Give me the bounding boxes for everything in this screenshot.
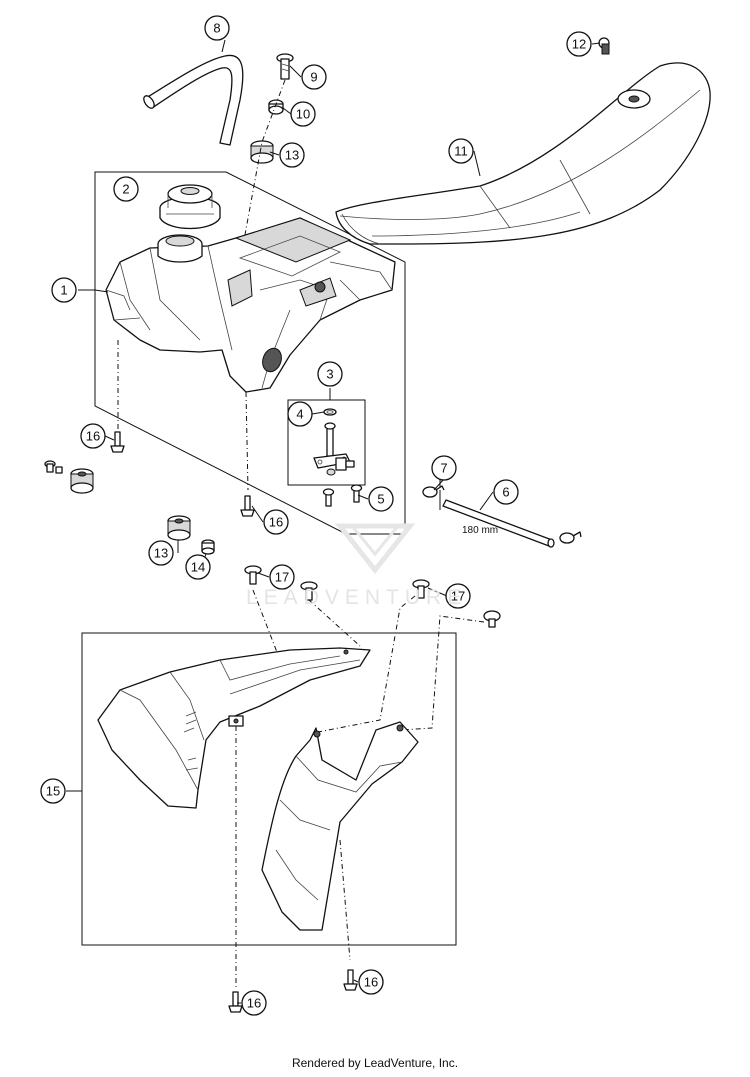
- rubber-bushing-left: [70, 468, 94, 494]
- tank-bolt-left: [110, 431, 125, 453]
- hose-clamp-top: [422, 485, 445, 498]
- svg-text:3: 3: [326, 367, 333, 382]
- callout-11: 11: [448, 138, 474, 164]
- screw-d-dash: [399, 615, 485, 731]
- fuel-line-length-label: 180 mm: [462, 525, 498, 536]
- callout-3: 3: [317, 361, 343, 387]
- fuel-tap-screws: [322, 484, 363, 507]
- hose-clamp-bottom: [559, 531, 582, 544]
- svg-text:16: 16: [269, 515, 283, 530]
- svg-text:6: 6: [502, 485, 509, 500]
- svg-text:14: 14: [191, 560, 205, 575]
- svg-text:15: 15: [46, 784, 60, 799]
- screw-leader-dash: [239, 79, 286, 263]
- svg-text:13: 13: [154, 546, 168, 561]
- callout-14: 14: [185, 554, 211, 580]
- svg-text:12: 12: [572, 37, 586, 52]
- svg-text:4: 4: [296, 407, 303, 422]
- screw-c-dash: [317, 595, 416, 733]
- svg-text:7: 7: [440, 461, 447, 476]
- callout-8: 8: [204, 15, 230, 41]
- callout-12: 12: [566, 31, 592, 57]
- spoiler-screw-a: [244, 565, 262, 585]
- callout-6: 6: [493, 479, 519, 505]
- seat-bolt: [598, 37, 610, 55]
- svg-text:9: 9: [310, 70, 317, 85]
- callout-16-tank-left: 16: [80, 423, 106, 449]
- callout-16-spoiler-left: 16: [241, 990, 267, 1016]
- svg-text:17: 17: [451, 589, 465, 604]
- spacer-bushing-14: [201, 539, 215, 555]
- callout-9: 9: [301, 64, 327, 90]
- svg-text:8: 8: [213, 21, 220, 36]
- fuel-line: [439, 480, 555, 548]
- tank-bolt-dash-center: [245, 391, 249, 491]
- tank-bolt-center: [240, 495, 255, 517]
- spoiler-screw-c: [412, 579, 430, 599]
- spoiler-left: [97, 647, 371, 809]
- tank-screw: [276, 53, 294, 80]
- callout-16-tank-center: 16: [263, 509, 289, 535]
- watermark-text: LEADVENTURE: [246, 586, 468, 609]
- seat: [335, 62, 711, 245]
- rubber-grommet-13-bottom: [167, 515, 191, 541]
- svg-text:1: 1: [60, 283, 67, 298]
- svg-text:11: 11: [454, 144, 468, 159]
- callout-1: 1: [51, 277, 77, 303]
- spoiler-bolt-right: [343, 969, 358, 991]
- spoiler-bolt-dash-right: [339, 839, 351, 961]
- svg-text:16: 16: [86, 429, 100, 444]
- bolt-small-left: [44, 460, 63, 474]
- callout-2: 2: [113, 176, 139, 202]
- callout-5: 5: [368, 486, 394, 512]
- callout-13-top: 13: [279, 142, 305, 168]
- tank-washer: [268, 99, 284, 115]
- callout-10: 10: [290, 101, 316, 127]
- tank-grommet: [250, 140, 274, 164]
- spoiler-bolt-left: [228, 991, 243, 1013]
- footer-credit: Rendered by LeadVenture, Inc.: [291, 1056, 459, 1070]
- fuel-hose: [143, 54, 244, 146]
- svg-text:2: 2: [122, 182, 129, 197]
- fuel-tap: [313, 422, 355, 476]
- callout-4: 4: [287, 401, 313, 427]
- screw-a-dash: [252, 589, 281, 661]
- svg-text:10: 10: [296, 107, 310, 122]
- spoiler-screw-d: [483, 610, 501, 628]
- callout-7: 7: [431, 455, 457, 481]
- callout-17-left: 17: [269, 564, 295, 590]
- svg-text:17: 17: [275, 570, 289, 585]
- svg-text:16: 16: [364, 975, 378, 990]
- leadventure-watermark-logo: [334, 523, 416, 575]
- leader-lines: [66, 39, 601, 1004]
- spoiler-group-frame: [81, 632, 457, 946]
- o-ring: [323, 408, 337, 416]
- fuel-tap-group-frame: [287, 399, 366, 486]
- callout-15: 15: [40, 778, 66, 804]
- fuel-tank: [105, 217, 396, 393]
- callout-13-bottom: 13: [148, 540, 174, 566]
- callout-16-spoiler-right: 16: [358, 969, 384, 995]
- svg-text:16: 16: [247, 996, 261, 1011]
- spoiler-right: [261, 721, 419, 931]
- svg-text:13: 13: [285, 148, 299, 163]
- svg-text:5: 5: [377, 492, 384, 507]
- fuel-cap: [159, 184, 221, 230]
- callout-17-right: 17: [445, 583, 471, 609]
- spoiler-screw-b: [300, 581, 318, 601]
